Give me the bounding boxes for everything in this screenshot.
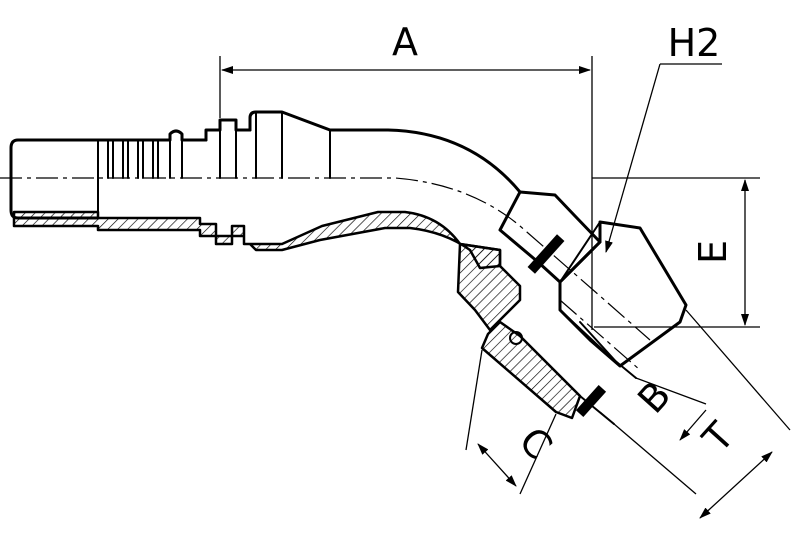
section-stem: [12, 210, 502, 270]
dimension-t: T: [685, 309, 791, 519]
label-a: A: [392, 20, 418, 64]
dimension-b: B: [599, 373, 707, 495]
label-t: T: [694, 413, 743, 461]
dimension-a: A: [219, 20, 593, 330]
section-body: [456, 242, 522, 332]
insert-barbs: [107, 139, 159, 179]
tube-upper-contour: [328, 128, 522, 194]
label-h2: H2: [668, 21, 721, 65]
dimension-e: E: [592, 177, 760, 328]
hose-insert: [9, 110, 332, 220]
centerline-horizontal: [0, 177, 651, 341]
centerline-end: [559, 299, 641, 371]
leader-h2: H2: [605, 21, 722, 253]
label-c: C: [510, 419, 560, 468]
label-e: E: [691, 240, 735, 264]
label-b: B: [629, 373, 679, 422]
